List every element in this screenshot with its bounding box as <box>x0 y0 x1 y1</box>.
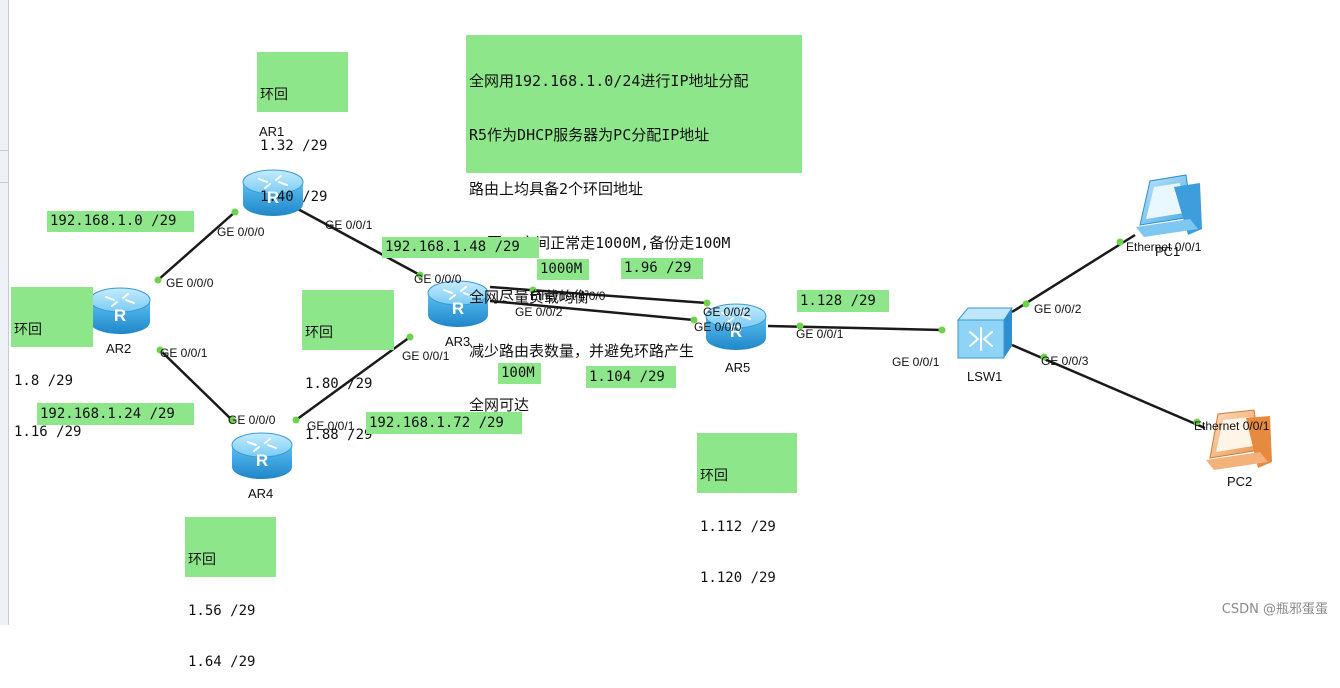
port-dot <box>1022 300 1030 308</box>
port-dot <box>1040 353 1048 361</box>
iface-ar3-ge000: GE 0/0/0 <box>414 272 462 286</box>
iface-ar3-ge001: GE 0/0/1 <box>402 349 450 363</box>
device-label-ar1: AR1 <box>259 124 285 139</box>
port-dot <box>938 326 946 334</box>
port-dot <box>703 299 711 307</box>
loopback-note-ar2: 环回 1.8 /29 1.16 /29 <box>11 287 93 440</box>
iface-ar3-ge002: GE 0/0/2 <box>515 305 563 319</box>
loopback-title: 环回 <box>14 322 42 338</box>
iface-ar5-ge000: GE 0/0/0 <box>694 320 742 334</box>
loopback-address: 1.32 /29 <box>260 138 328 154</box>
device-label-ar2: AR2 <box>106 341 132 356</box>
link-ar3-ar5-main <box>489 285 708 305</box>
loopback-note-ar1: 环回 1.32 /29 1.40 /29 <box>257 52 348 205</box>
pc2-icon[interactable] <box>1206 409 1272 470</box>
port-dot <box>154 276 162 284</box>
iface-ar2-ge001: GE 0/0/1 <box>160 346 208 360</box>
loopback-address: 1.8 /29 <box>14 373 74 389</box>
device-label-ar5: AR5 <box>725 360 751 375</box>
loopback-address: 1.56 /29 <box>188 603 256 619</box>
panel-divider <box>0 182 8 183</box>
speed-backup-label: 100M <box>498 363 541 384</box>
loopback-address: 1.112 /29 <box>700 519 776 535</box>
port-dot <box>796 322 804 330</box>
port-dot <box>416 271 424 279</box>
loopback-title: 环回 <box>700 468 728 484</box>
router-ar2-icon[interactable] <box>89 287 151 335</box>
loopback-title: 环回 <box>260 87 288 103</box>
loopback-note-ar5: 环回 1.112 /29 1.120 /29 <box>697 433 797 586</box>
subnet-ar3-ar5-main: 1.96 /29 <box>621 258 703 279</box>
link-ar2-ar4 <box>159 349 233 421</box>
requirement-line: 全网用192.168.1.0/24进行IP地址分配 <box>469 72 749 90</box>
iface-ar5-ge002: GE 0/0/2 <box>703 305 751 319</box>
switch-lsw1-icon[interactable] <box>956 307 1013 359</box>
link-ar1-ar3 <box>295 206 421 277</box>
subnet-ar4-ar3: 192.168.1.72 /29 <box>366 412 522 434</box>
loopback-title: 环回 <box>188 552 216 568</box>
iface-lsw1-ge002: GE 0/0/2 <box>1034 302 1082 316</box>
iface-ar4-ge001: GE 0/0/1 <box>307 419 355 433</box>
subnet-ar1-ar3: 192.168.1.48 /29 <box>382 237 539 258</box>
requirement-line: 全网尽量负载均衡 <box>469 288 590 306</box>
subnet-ar5-lsw1: 1.128 /29 <box>797 290 889 312</box>
loopback-note-ar4: 环回 1.56 /29 1.64 /29 <box>185 517 276 670</box>
port-dot <box>231 208 239 216</box>
loopback-address: 1.64 /29 <box>188 654 256 670</box>
device-label-ar3: AR3 <box>445 334 471 349</box>
link-ar1-ar2 <box>157 211 236 281</box>
iface-lsw1-ge001: GE 0/0/1 <box>892 355 940 369</box>
watermark: CSDN @瓶邪蛋蛋 <box>1221 602 1328 617</box>
iface-pc2-eth: Ethernet 0/0/1 <box>1194 419 1270 433</box>
subnet-ar2-ar4: 192.168.1.24 /29 <box>37 403 194 425</box>
iface-ar4-ge000: GE 0/0/0 <box>228 413 276 427</box>
iface-ar2-ge000: GE 0/0/0 <box>166 276 214 290</box>
iface-ar1-ge000: GE 0/0/0 <box>217 225 265 239</box>
iface-ar3-eth400: Ethernet 4/0/0 <box>530 289 606 303</box>
requirements-note: 全网用192.168.1.0/24进行IP地址分配 R5作为DHCP服务器为PC… <box>466 35 802 414</box>
port-dot <box>406 333 414 341</box>
requirement-line: R5作为DHCP服务器为PC分配IP地址 <box>469 126 710 144</box>
link-ar3-ar5-backup <box>489 299 695 322</box>
device-label-ar4: AR4 <box>248 486 274 501</box>
device-label-lsw1: LSW1 <box>967 369 1003 384</box>
left-panel-edge <box>0 0 9 625</box>
loopback-note-ar3: 环回 1.80 /29 1.88 /29 <box>302 290 394 443</box>
device-label-pc2: PC2 <box>1227 474 1253 489</box>
loopback-address: 1.80 /29 <box>305 376 373 392</box>
speed-main-label: 1000M <box>537 259 589 280</box>
pc1-icon[interactable] <box>1136 174 1202 237</box>
iface-pc1-eth: Ethernet 0/0/1 <box>1126 240 1202 254</box>
requirement-line: 减少路由表数量，并避免环路产生 <box>469 342 695 360</box>
iface-ar1-ge001: GE 0/0/1 <box>325 218 373 232</box>
port-dot <box>292 416 300 424</box>
router-ar4-icon[interactable] <box>231 432 293 480</box>
link-lsw1-pc1 <box>1011 233 1136 314</box>
port-dot <box>529 286 537 294</box>
loopback-address: 1.120 /29 <box>700 570 776 586</box>
iface-ar5-ge001: GE 0/0/1 <box>796 327 844 341</box>
port-dot <box>1116 238 1124 246</box>
port-dot <box>1193 418 1201 426</box>
device-label-pc1: PC1 <box>1155 244 1181 259</box>
iface-lsw1-ge003: GE 0/0/3 <box>1041 354 1089 368</box>
loopback-address: 1.16 /29 <box>14 424 82 440</box>
link-ar4-ar3 <box>295 335 411 422</box>
port-dot <box>228 416 236 424</box>
port-dot <box>156 346 164 354</box>
topology-canvas[interactable]: R <box>0 0 1340 625</box>
loopback-address: 1.40 /29 <box>260 189 328 205</box>
subnet-ar3-ar5-backup: 1.104 /29 <box>586 366 676 388</box>
requirement-line: 路由上均具备2个环回地址 <box>469 180 644 198</box>
panel-divider <box>0 150 8 151</box>
loopback-title: 环回 <box>305 325 333 341</box>
requirement-line: 全网可达 <box>469 396 530 414</box>
subnet-ar1-ar2: 192.168.1.0 /29 <box>47 211 194 232</box>
port-dot <box>690 316 698 324</box>
